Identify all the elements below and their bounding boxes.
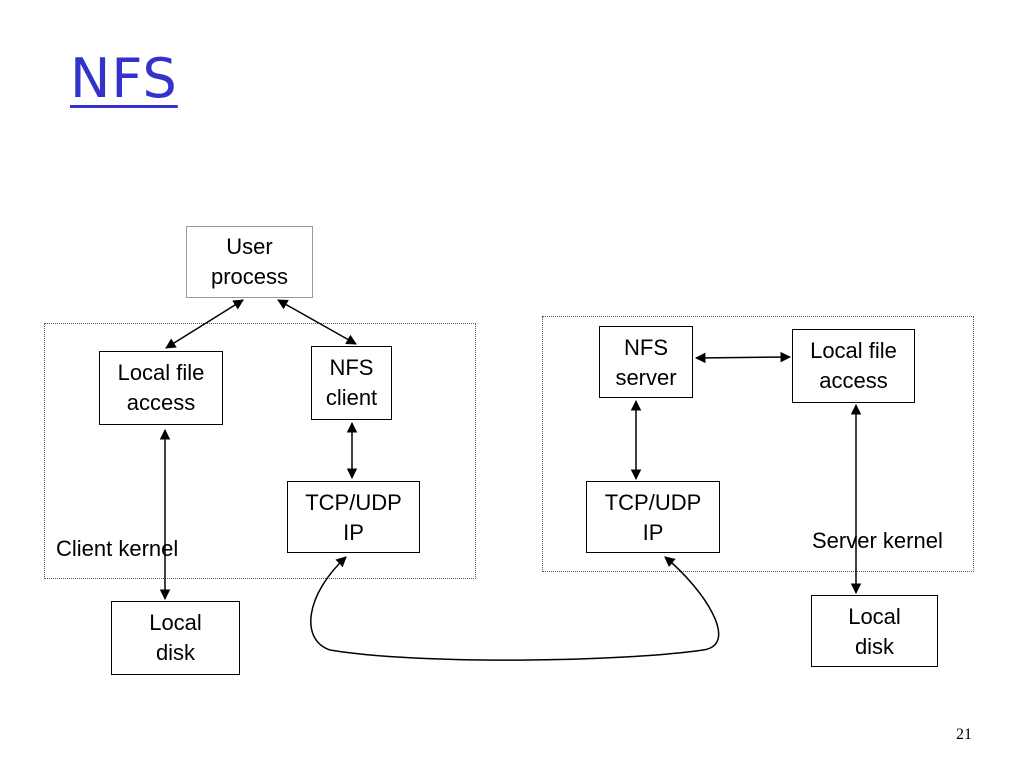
client-tcp-udp-ip-box: TCP/UDP IP xyxy=(287,481,420,553)
user-process-box: User process xyxy=(186,226,313,298)
slide-title: NFS xyxy=(70,47,178,110)
slide-number: 21 xyxy=(956,726,972,743)
client-kernel-label: Client kernel xyxy=(56,536,179,561)
client-local-disk-box: Local disk xyxy=(111,601,240,675)
server-kernel-region xyxy=(542,316,974,572)
nfs-server-box: NFS server xyxy=(599,326,693,398)
client-local-file-access-box: Local file access xyxy=(99,351,223,425)
server-local-file-access-box: Local file access xyxy=(792,329,915,403)
client-kernel-region xyxy=(44,323,476,579)
nfs-client-box: NFS client xyxy=(311,346,392,420)
server-local-disk-box: Local disk xyxy=(811,595,938,667)
server-kernel-label: Server kernel xyxy=(812,528,943,553)
server-tcp-udp-ip-box: TCP/UDP IP xyxy=(586,481,720,553)
